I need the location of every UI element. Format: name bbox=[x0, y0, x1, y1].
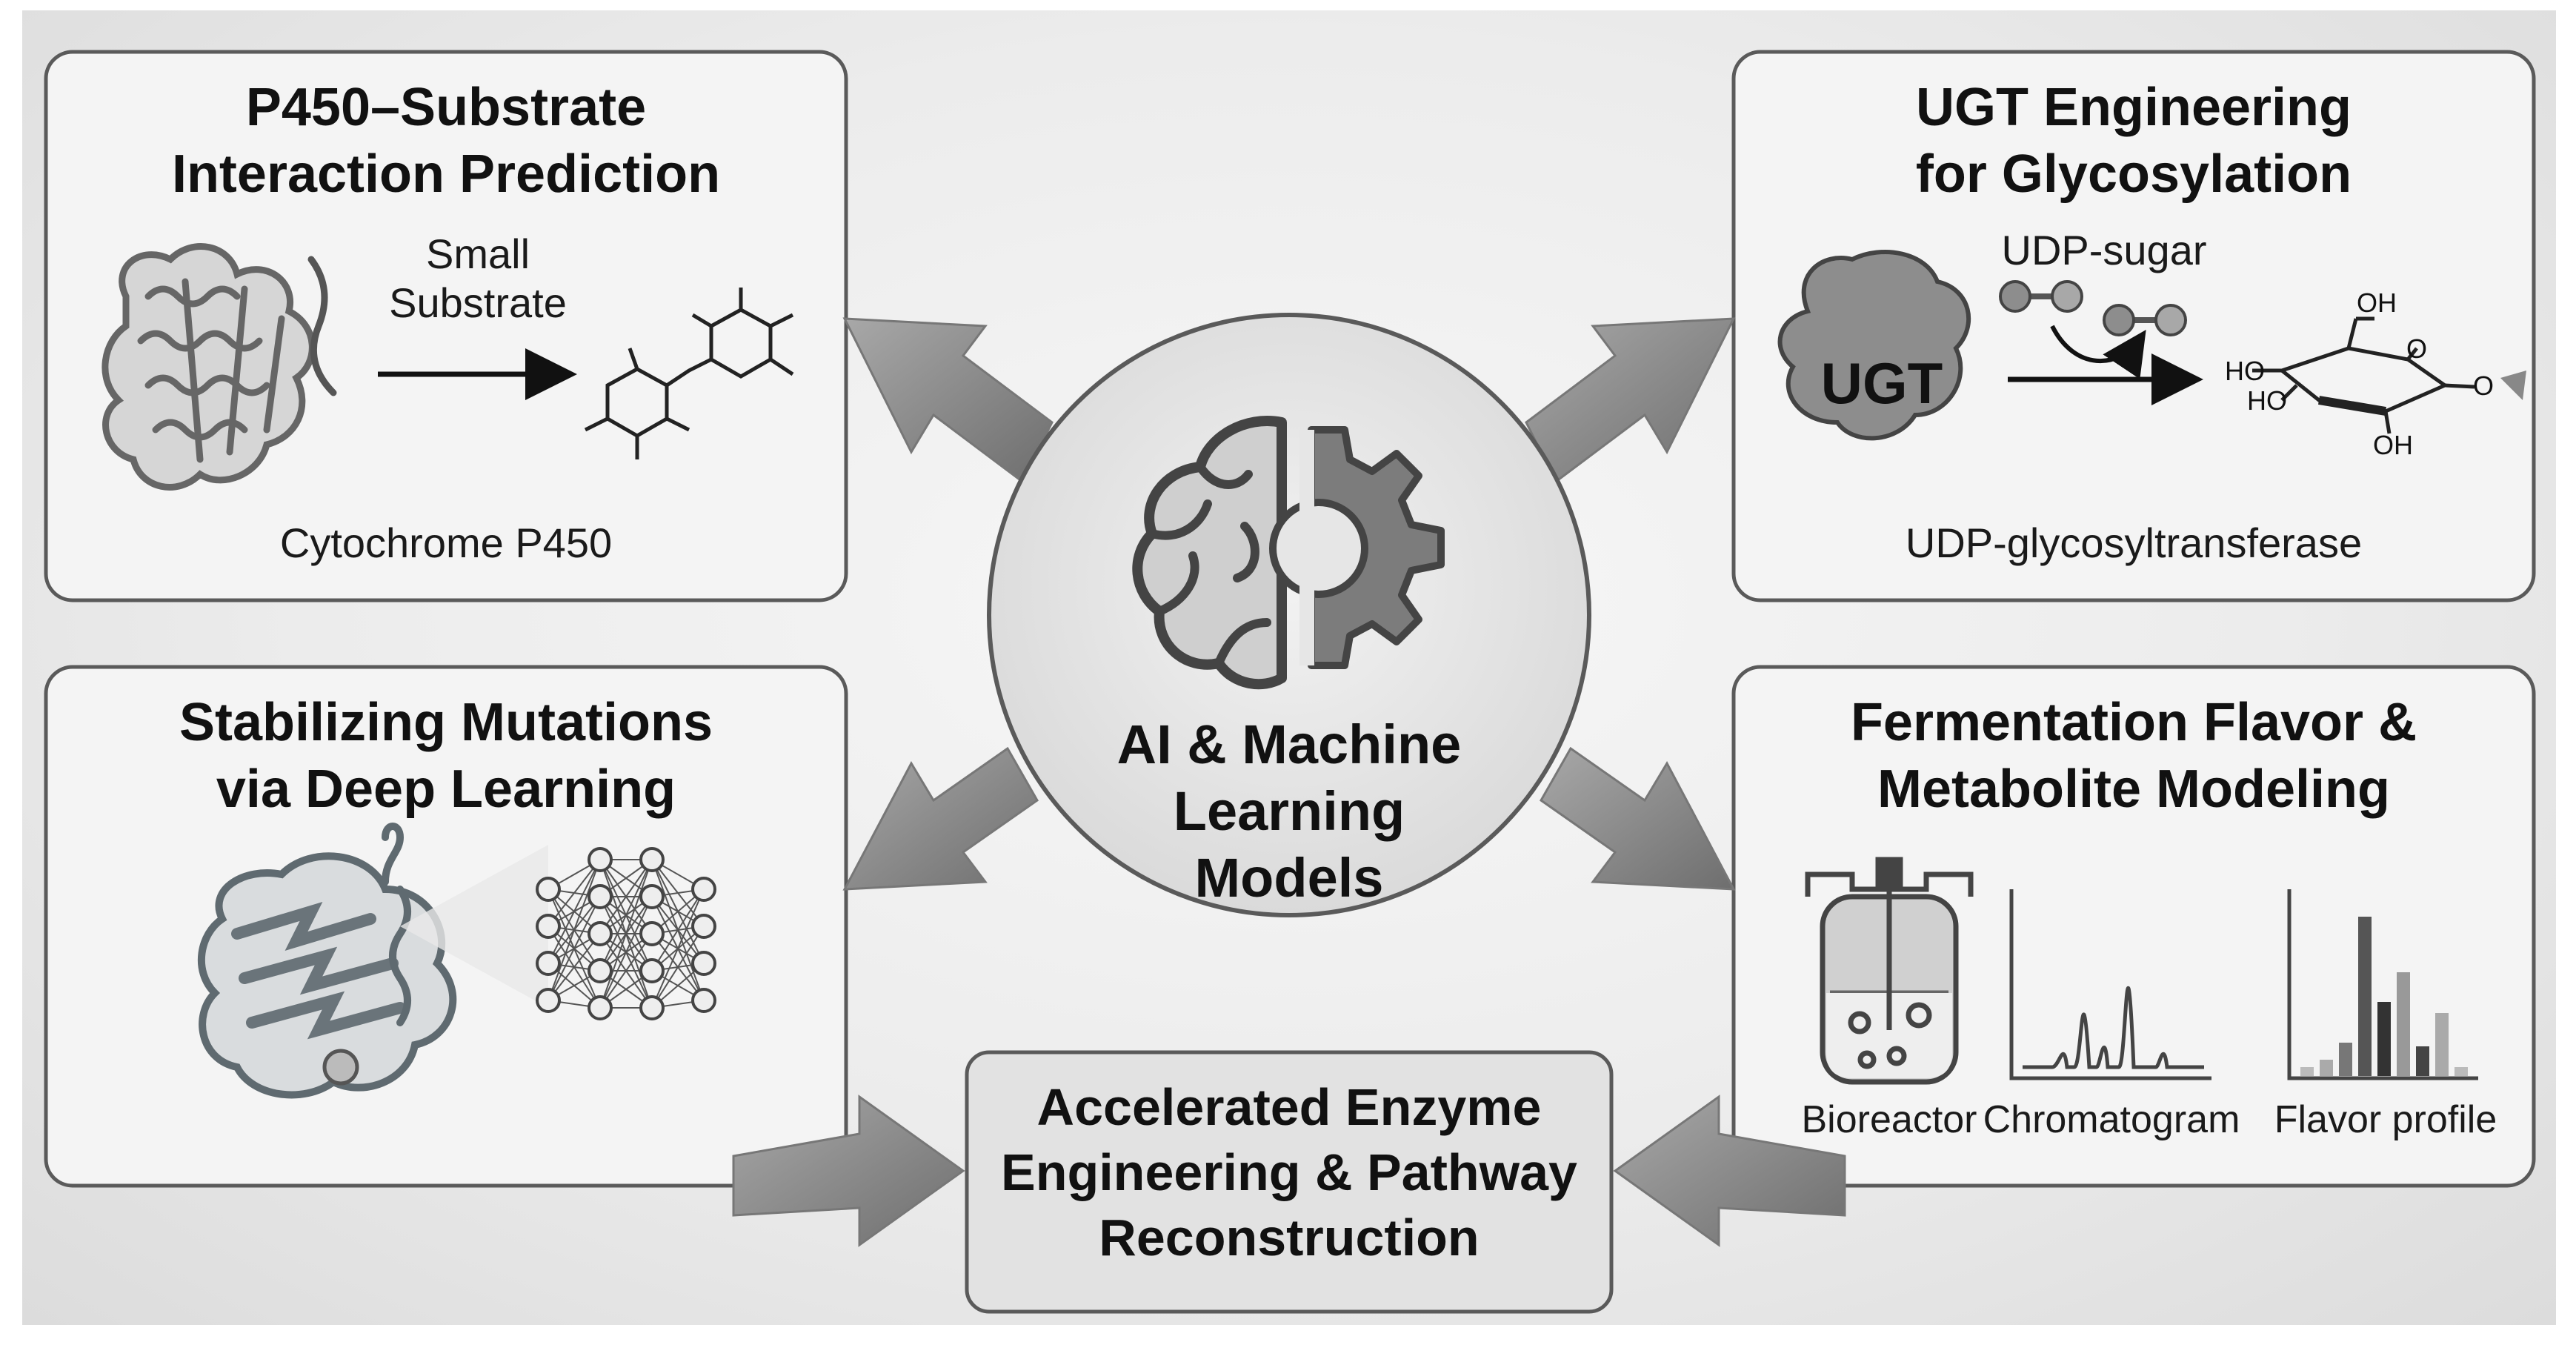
nn-edge bbox=[651, 926, 705, 1009]
accelerated-title-line1: Accelerated Enzyme bbox=[1036, 1078, 1542, 1136]
ugt-caption: UDP-glycosyltransferase bbox=[1905, 519, 2363, 566]
nn-edge bbox=[548, 859, 601, 1001]
glucose-ho-left2: HO bbox=[2247, 385, 2287, 416]
nn-node bbox=[691, 988, 716, 1013]
nn-edge bbox=[548, 859, 601, 964]
nn-node bbox=[588, 847, 613, 872]
small-substrate-line2: Substrate bbox=[389, 279, 567, 326]
ugt-enzyme-label: UGT bbox=[1820, 351, 1943, 416]
p450-caption: Cytochrome P450 bbox=[279, 519, 613, 566]
p450-title: P450–Substrate Interaction Prediction bbox=[46, 74, 846, 207]
accelerated-title-line3: Reconstruction bbox=[1099, 1209, 1480, 1266]
nn-node bbox=[588, 921, 613, 946]
glucose-oh-bottom: OH bbox=[2373, 430, 2413, 460]
small-substrate-line1: Small bbox=[425, 230, 530, 277]
glucose-glycosidic-o: O bbox=[2472, 371, 2494, 401]
chromatogram-label: Chromatogram bbox=[1983, 1098, 2240, 1141]
flavor-bar bbox=[2339, 1043, 2352, 1076]
nn-node bbox=[536, 877, 561, 902]
nn-edge bbox=[651, 889, 705, 1009]
fermentation-title: Fermentation Flavor & Metabolite Modelin… bbox=[1734, 689, 2534, 823]
ugt-title: UGT Engineering for Glycosylation bbox=[1734, 74, 2534, 207]
center-circle bbox=[987, 313, 1591, 917]
glucose-ring-o: O bbox=[2406, 333, 2427, 364]
ugt-title-line1: UGT Engineering bbox=[1915, 78, 2352, 137]
flavor-profile-label: Flavor profile bbox=[2274, 1098, 2497, 1141]
arrow-stabilizing-to-accelerated bbox=[732, 1095, 965, 1247]
panel-accelerated bbox=[965, 1050, 1614, 1314]
flavor-bar bbox=[2377, 1002, 2391, 1076]
nn-node bbox=[588, 995, 613, 1020]
stabilizing-title-line1: Stabilizing Mutations bbox=[179, 693, 713, 752]
fermentation-title-line1: Fermentation Flavor & bbox=[1850, 693, 2417, 752]
small-substrate-label: Small Substrate bbox=[356, 230, 600, 328]
flavor-bar bbox=[2300, 1067, 2314, 1076]
chromatogram-icon bbox=[2009, 889, 2211, 1080]
glucose-oh-top: OH bbox=[2357, 288, 2397, 318]
stabilizing-title-line2: via Deep Learning bbox=[216, 760, 676, 819]
accelerated-title-line2: Engineering & Pathway bbox=[1001, 1143, 1577, 1201]
udp-sugar-label: UDP-sugar bbox=[2001, 227, 2207, 273]
flavor-bar bbox=[2416, 1046, 2429, 1076]
p450-title-line1: P450–Substrate bbox=[245, 78, 647, 137]
flavor-bar bbox=[2454, 1067, 2468, 1076]
flavor-axis bbox=[2287, 889, 2478, 1080]
nn-edge bbox=[548, 933, 601, 1001]
center-title-line2: Learning Models bbox=[1173, 780, 1405, 909]
nn-node bbox=[536, 951, 561, 976]
flavor-bar bbox=[2358, 917, 2372, 1076]
nn-edge bbox=[599, 896, 653, 1009]
flavor-bar bbox=[2435, 1013, 2449, 1076]
udp-sugar-icon bbox=[1999, 280, 2187, 336]
nn-node bbox=[536, 988, 561, 1013]
nn-node bbox=[691, 951, 716, 976]
nn-node bbox=[588, 958, 613, 983]
nn-node bbox=[536, 914, 561, 939]
arrow-to-ugt bbox=[1525, 317, 1736, 484]
nn-node bbox=[691, 877, 716, 902]
nn-node bbox=[588, 884, 613, 909]
center-title-line1: AI & Machine bbox=[1116, 714, 1462, 775]
neural-network-icon bbox=[536, 847, 716, 1020]
flavor-bar bbox=[2397, 972, 2410, 1076]
nn-edge bbox=[599, 933, 653, 1009]
nn-edge bbox=[599, 859, 653, 972]
nn-edge bbox=[651, 889, 705, 972]
ugt-title-line2: for Glycosylation bbox=[1915, 145, 2352, 204]
glucose-ho-left1: HO bbox=[2225, 356, 2265, 386]
nn-node bbox=[691, 914, 716, 939]
stabilizing-protein-image bbox=[197, 823, 457, 1099]
arrow-fermentation-to-accelerated bbox=[1613, 1095, 1846, 1247]
nn-node bbox=[639, 921, 665, 946]
accelerated-title: Accelerated Enzyme Engineering & Pathway… bbox=[967, 1075, 1611, 1270]
nn-node bbox=[639, 958, 665, 983]
bioreactor-label: Bioreactor bbox=[1801, 1098, 1977, 1141]
nn-node bbox=[639, 847, 665, 872]
substrate-molecule-icon bbox=[584, 288, 794, 459]
nn-edge bbox=[548, 859, 601, 927]
center-title: AI & Machine Learning Models bbox=[1082, 711, 1497, 911]
bioreactor-icon bbox=[1805, 857, 1974, 1085]
glucose-ring-icon bbox=[2252, 316, 2526, 434]
cytochrome-p450-protein-image bbox=[101, 243, 337, 491]
ugt-enzyme-blob bbox=[1777, 250, 1971, 441]
nn-edge bbox=[599, 859, 653, 934]
flavor-profile-chart bbox=[2287, 889, 2478, 1080]
fermentation-title-line2: Metabolite Modeling bbox=[1877, 760, 2390, 819]
arrow-to-stabilizing bbox=[842, 746, 1039, 891]
nn-edge bbox=[548, 896, 601, 1001]
arrow-to-fermentation bbox=[1540, 746, 1736, 891]
stabilizing-title: Stabilizing Mutations via Deep Learning bbox=[46, 689, 846, 823]
nn-edge bbox=[599, 859, 653, 1009]
nn-node bbox=[639, 884, 665, 909]
nn-node bbox=[639, 995, 665, 1020]
p450-title-line2: Interaction Prediction bbox=[171, 145, 721, 204]
ugt-transfer-curve-arrow bbox=[2050, 325, 2146, 379]
flavor-bar bbox=[2320, 1060, 2333, 1076]
zoom-cone bbox=[400, 845, 548, 1008]
arrow-to-p450 bbox=[842, 317, 1054, 484]
brain-gear-icon bbox=[1132, 416, 1445, 690]
